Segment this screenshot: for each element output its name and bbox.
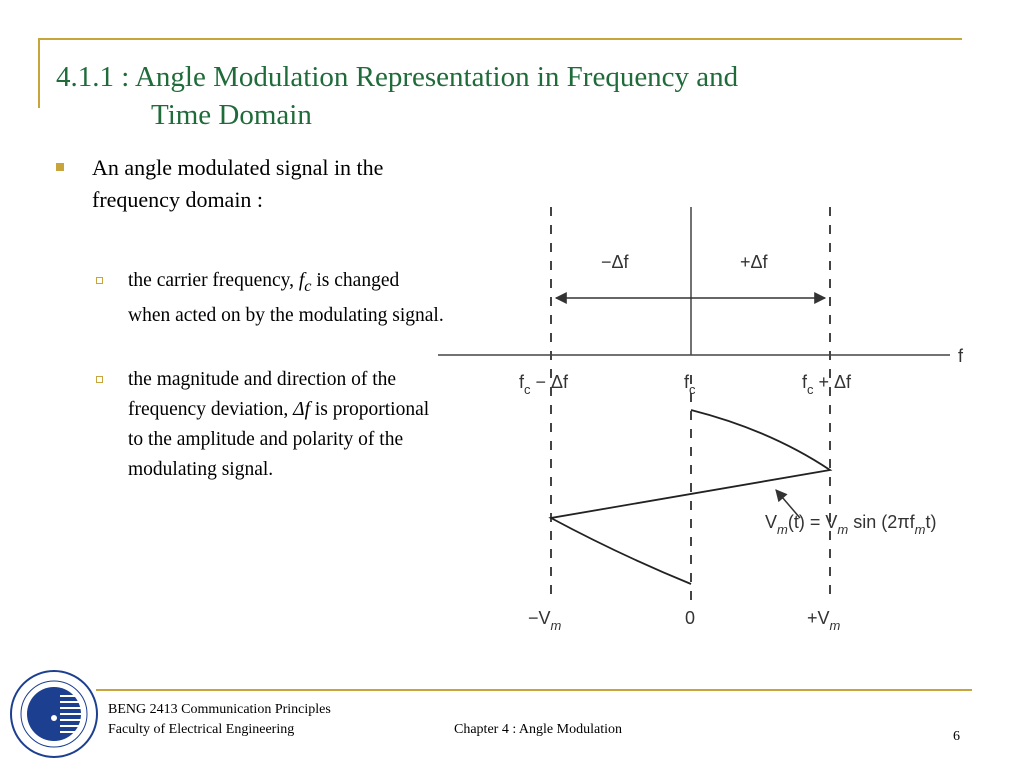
footer-faculty: Faculty of Electrical Engineering (108, 722, 295, 737)
sub-bullet-1: the carrier frequency, fc is changed whe… (96, 266, 446, 331)
equation-pointer-arrow (775, 489, 801, 519)
sub-bullet-1-text: the carrier frequency, fc is changed whe… (128, 270, 444, 326)
slide-title: 4.1.1 : Angle Modulation Representation … (56, 58, 956, 134)
plus-delta-f-label: +Δf (740, 252, 769, 272)
frequency-deviation-diagram: −Δf +Δf f fc − Δf fc fc + Δf Vm(t) = Vm … (438, 207, 964, 633)
main-bullet-text: An angle modulated signal in the frequen… (92, 155, 384, 212)
fc-plus-label: fc + Δf (802, 372, 852, 397)
footer-course: BENG 2413 Communication Principles (108, 702, 331, 717)
main-bullet: An angle modulated signal in the frequen… (56, 152, 446, 216)
fc-label: fc (684, 372, 696, 397)
title-line-2: Time Domain (151, 99, 312, 131)
minus-delta-f-label: −Δf (601, 252, 630, 272)
fc-minus-label: fc − Δf (519, 372, 569, 397)
footer-chapter: Chapter 4 : Angle Modulation (454, 722, 622, 737)
f-axis-label: f (958, 346, 964, 366)
modulating-signal-curve (548, 409, 833, 585)
frame-left-rule (38, 38, 40, 108)
title-line-1: 4.1.1 : Angle Modulation Representation … (56, 61, 739, 93)
zero-label: 0 (685, 608, 695, 628)
university-logo-icon (10, 670, 98, 758)
minus-vm-label: −Vm (528, 608, 562, 633)
footer-rule (96, 689, 972, 691)
page-number: 6 (953, 729, 960, 744)
sub-bullet-2: the magnitude and direction of the frequ… (96, 365, 446, 485)
hollow-square-bullet-icon (96, 376, 103, 383)
hollow-square-bullet-icon (96, 277, 103, 284)
square-bullet-icon (56, 163, 64, 171)
plus-vm-label: +Vm (807, 608, 841, 633)
sub-bullet-2-text: the magnitude and direction of the frequ… (128, 369, 430, 480)
frame-top-rule (38, 38, 962, 40)
modulating-signal-equation: Vm(t) = Vm sin (2πfmt) (765, 512, 937, 537)
